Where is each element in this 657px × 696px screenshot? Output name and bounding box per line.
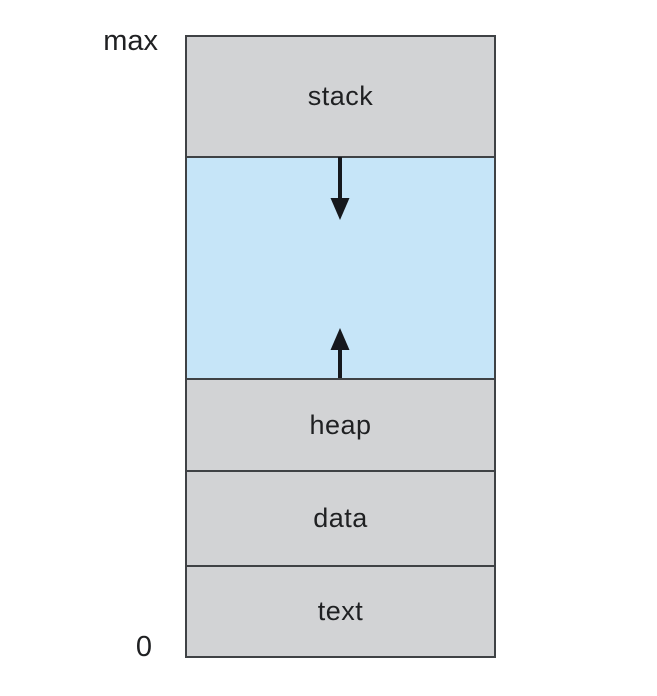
segment-text: text	[187, 567, 494, 656]
segment-data-label: data	[313, 503, 368, 533]
address-label-max: max	[103, 25, 158, 57]
segment-text-label: text	[317, 596, 364, 626]
memory-box: stack heap data text	[185, 35, 496, 658]
segment-heap-label: heap	[309, 409, 372, 440]
address-label-zero: 0	[135, 631, 152, 663]
segment-heap: heap	[187, 380, 494, 472]
segment-hole	[187, 158, 494, 380]
segment-stack-label: stack	[307, 81, 374, 111]
segment-data: data	[187, 472, 494, 567]
segment-stack: stack	[187, 37, 494, 158]
